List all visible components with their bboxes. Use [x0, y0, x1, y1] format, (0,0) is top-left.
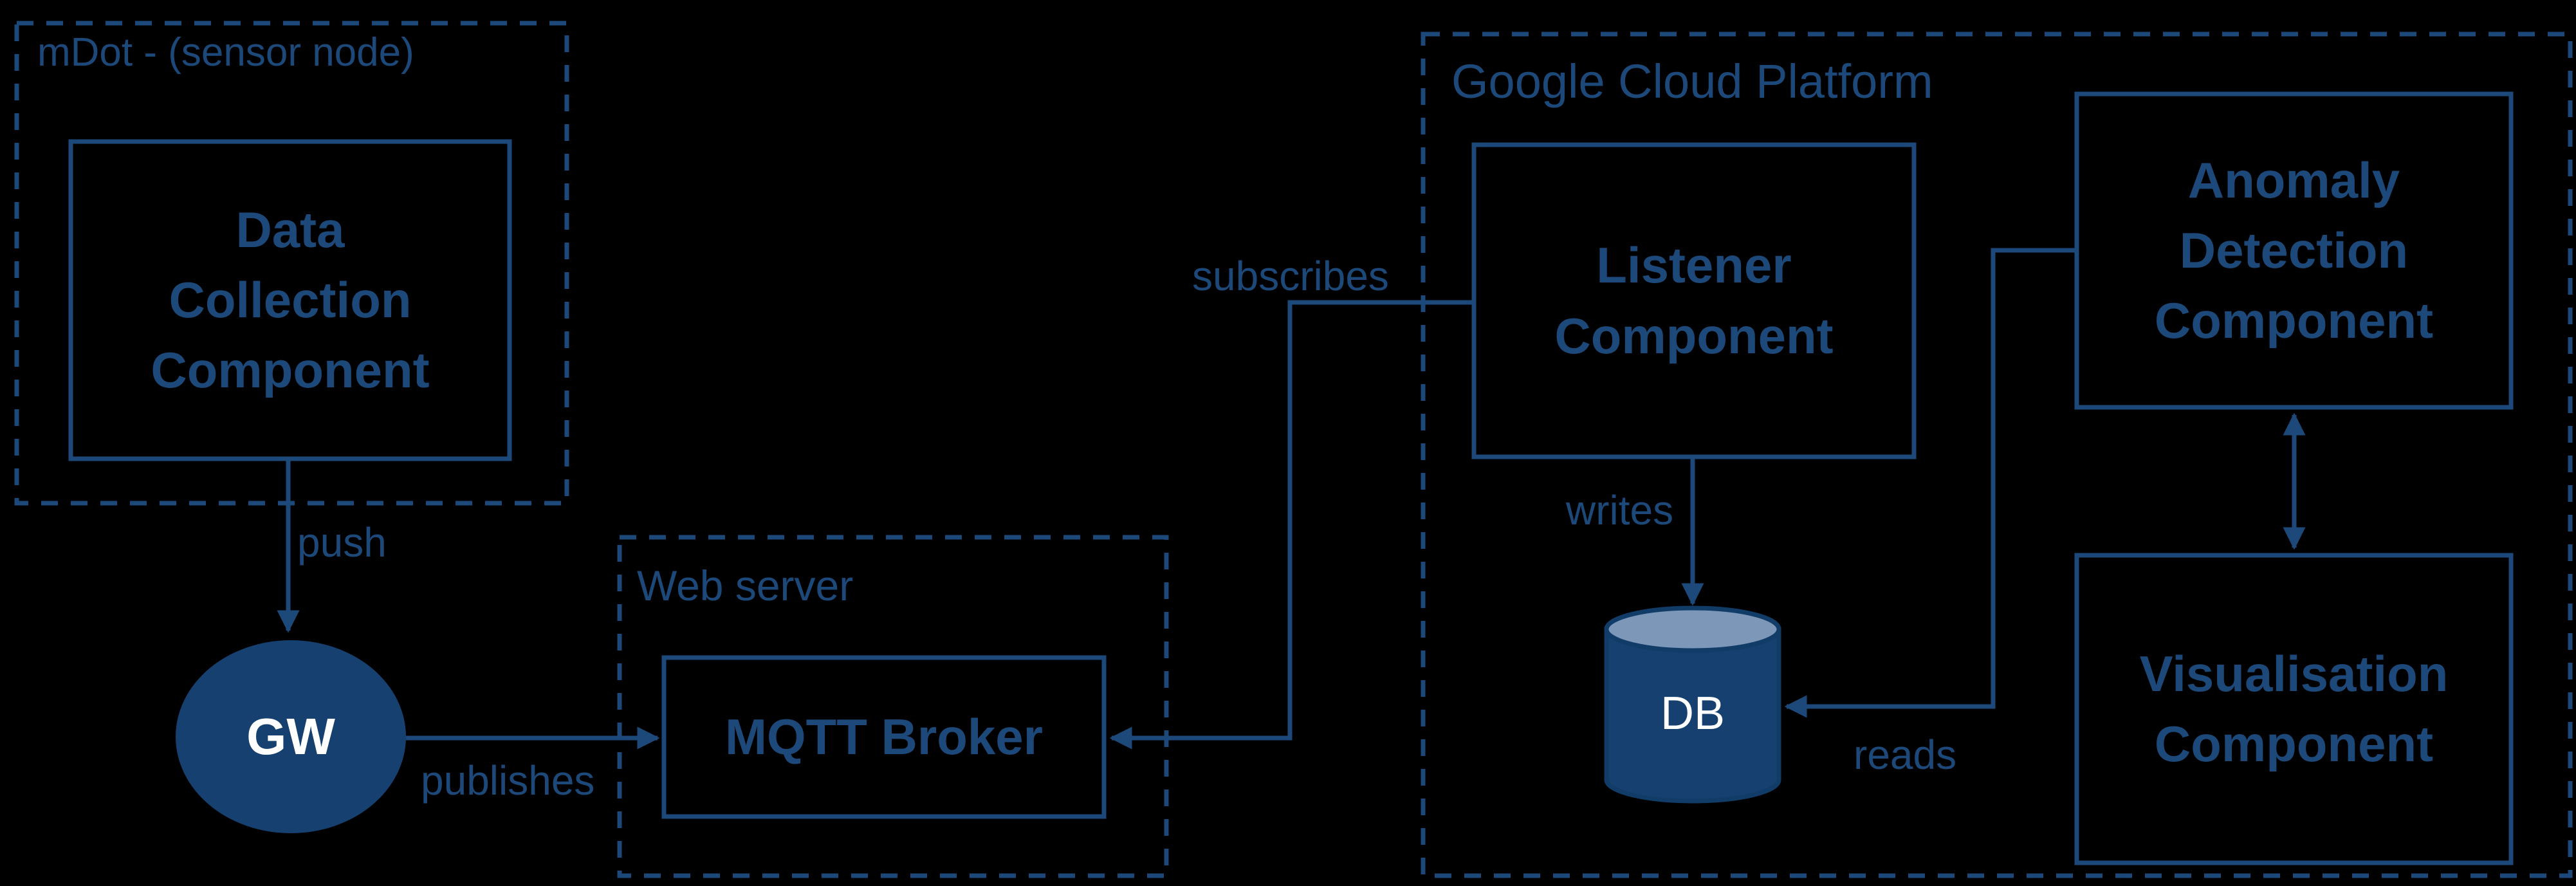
- subscribes-arrow: [1109, 300, 1474, 750]
- gateway-label: GW: [246, 708, 335, 765]
- visualisation-component: Visualisation Component: [2139, 645, 2449, 772]
- data-collection-component: Data Collection Component: [151, 201, 430, 399]
- db-node-label: DB: [1606, 608, 1779, 801]
- mdot-group-box: [14, 21, 569, 506]
- gcp-group-box: [1421, 32, 2573, 878]
- visualisation-box: [2074, 553, 2514, 865]
- publishes-edge-label: publishes: [421, 757, 595, 804]
- reads-edge-label: reads: [1854, 732, 1957, 778]
- db-cylinder-top: [1604, 605, 1781, 653]
- mqtt-broker-box: [661, 655, 1107, 819]
- push-edge-label: push: [297, 519, 387, 566]
- subscribes-edge-label: subscribes: [1192, 253, 1389, 299]
- db-cylinder-body: [1604, 627, 1781, 804]
- webserver-group-box: [617, 535, 1169, 878]
- webserver-group-label: Web server: [637, 562, 854, 609]
- reads-arrow: [1784, 248, 2077, 718]
- writes-edge-label: writes: [1566, 487, 1674, 533]
- anomaly-detection-component: Anomaly Detection Component: [2154, 151, 2434, 349]
- db-label: DB: [1660, 688, 1725, 739]
- mqtt-broker-component: MQTT Broker: [724, 708, 1044, 765]
- mdot-group-label: mDot - (sensor node): [37, 30, 414, 75]
- gcp-group-label: Google Cloud Platform: [1451, 55, 1933, 108]
- listener-component: Listener Component: [1554, 237, 1834, 364]
- gateway-node: GW: [176, 640, 406, 833]
